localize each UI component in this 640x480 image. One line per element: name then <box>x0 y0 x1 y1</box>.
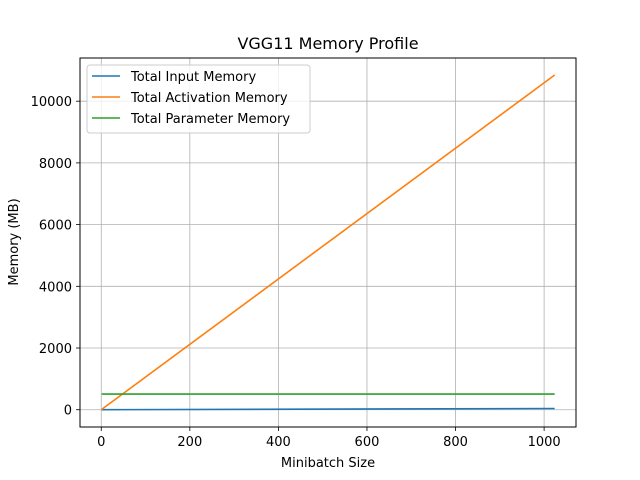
series-lines <box>101 74 556 411</box>
y-tick-label: 4000 <box>39 280 72 295</box>
y-tick-label: 2000 <box>39 342 72 357</box>
plot-frame <box>79 57 577 428</box>
x-tick-label: 400 <box>266 435 291 450</box>
y-tick-label: 10000 <box>31 95 72 110</box>
x-axis-label: Minibatch Size <box>281 456 375 471</box>
y-tick-label: 8000 <box>39 157 72 172</box>
legend-label: Total Activation Memory <box>130 91 288 106</box>
series-line-1 <box>101 407 555 411</box>
y-axis-label: Memory (MB) <box>7 198 22 285</box>
legend-label: Total Input Memory <box>130 70 256 85</box>
legend-label: Total Parameter Memory <box>130 112 290 127</box>
x-tick-label: 200 <box>177 435 202 450</box>
y-tick-label: 6000 <box>39 219 72 234</box>
x-tick-label: 600 <box>355 435 380 450</box>
legend-box <box>86 64 311 134</box>
y-tick-label: 0 <box>64 404 72 419</box>
series-line-2 <box>101 74 556 411</box>
x-tick-label: 1000 <box>528 435 561 450</box>
x-tick-label: 800 <box>443 435 468 450</box>
chart-title: VGG11 Memory Profile <box>237 34 418 53</box>
x-tick-label: 0 <box>97 435 105 450</box>
